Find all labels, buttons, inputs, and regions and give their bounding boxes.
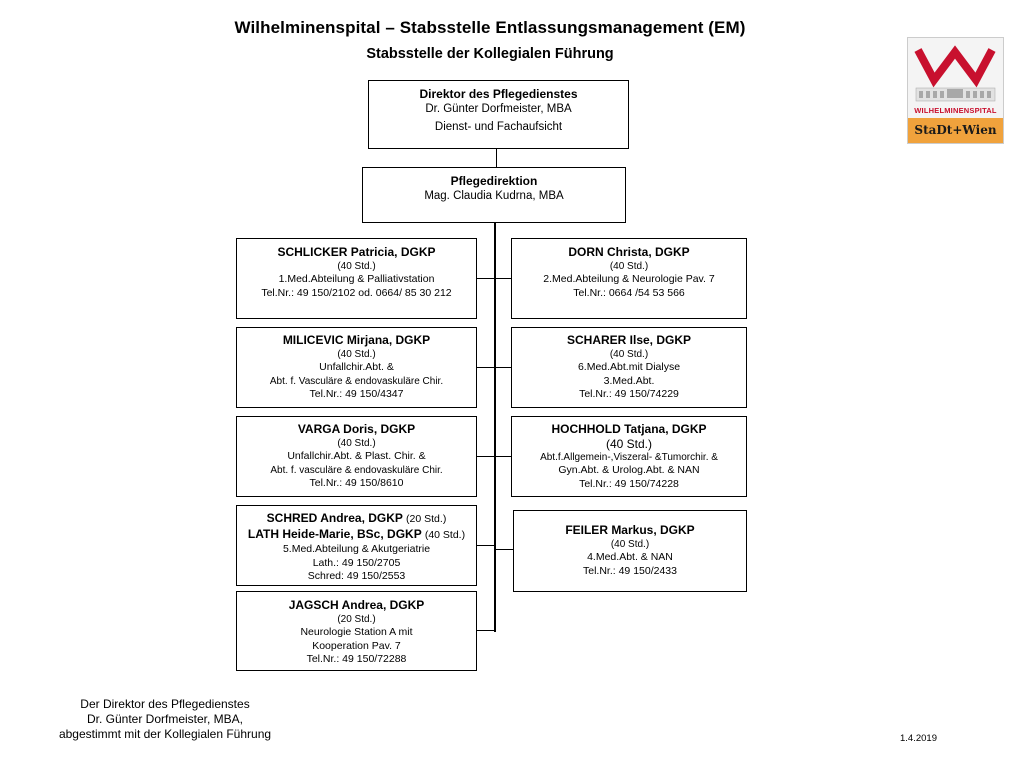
connector-schlicker — [476, 278, 496, 279]
page-subtitle: Stabsstelle der Kollegialen Führung — [366, 46, 614, 62]
staff-phone: Tel.Nr.: 49 150/74229 — [579, 388, 679, 400]
staff-department: 5.Med.Abteilung & Akutgeriatrie — [282, 543, 431, 555]
staff-box-milicevic: MILICEVIC Mirjana, DGKP (40 Std.) Unfall… — [236, 327, 477, 408]
staff-hours: (20 Std.) — [406, 513, 447, 525]
footer-date: 1.4.2019 — [900, 733, 937, 744]
staff-department: 1.Med.Abteilung & Palliativstation — [278, 273, 435, 285]
staff-name: SCHLICKER Patricia, DGKP — [277, 245, 436, 259]
staff-hours: (40 Std.) — [609, 349, 649, 360]
connector-dorn — [494, 278, 512, 279]
staff-hours: (40 Std.) — [605, 437, 653, 451]
connector-scharer — [494, 367, 512, 368]
staff-hours: (40 Std.) — [424, 529, 466, 541]
staff-name-line: LATH Heide-Marie, BSc, DGKP (40 Std.) — [237, 527, 476, 543]
staff-department: Abt. f. vasculäre & endovaskuläre Chir. — [270, 464, 443, 476]
w-logo-icon — [914, 45, 996, 102]
connector-hochhold — [494, 456, 512, 457]
director-box: Direktor des Pflegedienstes Dr. Günter D… — [368, 80, 629, 149]
staff-box-dorn: DORN Christa, DGKP (40 Std.) 2.Med.Abtei… — [511, 238, 747, 319]
staff-department: 6.Med.Abt.mit Dialyse — [577, 361, 681, 373]
connector-jagsch — [476, 630, 496, 631]
connector-varga — [476, 456, 496, 457]
staff-name: LATH Heide-Marie, BSc, DGKP — [247, 527, 422, 541]
wilhelminenspital-logo: WILHELMINENSPITAL StaDt+Wien — [907, 37, 1004, 144]
staff-name: DORN Christa, DGKP — [568, 245, 690, 259]
director-title: Direktor des Pflegedienstes — [419, 87, 578, 101]
staff-box-feiler: FEILER Markus, DGKP (40 Std.) 4.Med.Abt.… — [513, 510, 747, 592]
staff-hours: (20 Std.) — [337, 614, 376, 625]
director-name: Dr. Günter Dorfmeister, MBA — [425, 103, 572, 115]
footer-line: Dr. Günter Dorfmeister, MBA, — [86, 712, 244, 726]
staff-box-schred-lath: SCHRED Andrea, DGKP (20 Std.) LATH Heide… — [236, 505, 477, 586]
connector-schred-lath — [476, 545, 496, 546]
staff-phone: Lath.: 49 150/2705 — [312, 556, 401, 569]
staff-department: Abt. f. Vasculäre & endovaskuläre Chir. — [269, 375, 444, 387]
staff-phone: Tel.Nr.: 49 150/74228 — [579, 477, 679, 490]
director-note: Dienst- und Fachaufsicht — [434, 121, 563, 133]
staff-name: JAGSCH Andrea, DGKP — [288, 598, 425, 612]
page-title: Wilhelminenspital – Stabsstelle Entlassu… — [234, 18, 746, 37]
staff-phone: Tel.Nr.: 49 150/4347 — [309, 387, 404, 400]
staff-department: Abt.f.Allgemein-,Viszeral- &Tumorchir. & — [540, 452, 718, 463]
staff-box-scharer: SCHARER Ilse, DGKP (40 Std.) 6.Med.Abt.m… — [511, 327, 747, 408]
staff-phone: Tel.Nr.: 49 150/8610 — [309, 476, 404, 489]
staff-department: 3.Med.Abt. — [603, 374, 655, 387]
staff-phone: Tel.Nr.: 49 150/2433 — [583, 564, 677, 577]
staff-department: Unfallchir.Abt. & — [319, 361, 394, 373]
footer-note: Der Direktor des Pflegedienstes Dr. Günt… — [40, 697, 290, 742]
connector-main-vertical — [494, 222, 496, 632]
pflegedirektion-box: Pflegedirektion Mag. Claudia Kudrna, MBA — [362, 167, 626, 223]
staff-phone: Tel.Nr.: 49 150/72288 — [306, 653, 407, 665]
pflegedirektion-title: Pflegedirektion — [450, 174, 538, 188]
staff-hours: (40 Std.) — [610, 539, 650, 550]
logo-name: WILHELMINENSPITAL — [914, 106, 997, 115]
staff-name: FEILER Markus, DGKP — [565, 523, 695, 537]
staff-box-varga: VARGA Doris, DGKP (40 Std.) Unfallchir.A… — [236, 416, 477, 497]
staff-department: Unfallchir.Abt. & Plast. Chir. & — [287, 450, 426, 462]
staff-department: Gyn.Abt. & Urolog.Abt. & NAN — [558, 464, 700, 476]
staff-department: 4.Med.Abt. & NAN — [587, 551, 673, 563]
staff-box-hochhold: HOCHHOLD Tatjana, DGKP (40 Std.) Abt.f.A… — [511, 416, 747, 497]
staff-hours: (40 Std.) — [609, 261, 649, 272]
staff-department: Neurologie Station A mit — [300, 626, 413, 638]
staff-box-jagsch: JAGSCH Andrea, DGKP (20 Std.) Neurologie… — [236, 591, 477, 671]
staff-hours: (40 Std.) — [337, 349, 376, 360]
staff-department: Kooperation Pav. 7 — [312, 639, 401, 652]
footer-line: Der Direktor des Pflegedienstes — [80, 697, 250, 711]
staff-name: VARGA Doris, DGKP — [297, 422, 416, 436]
staff-name: SCHRED Andrea, DGKP — [266, 511, 403, 525]
staff-name: SCHARER Ilse, DGKP — [566, 333, 692, 347]
staff-hours: (40 Std.) — [337, 438, 376, 449]
staff-name: MILICEVIC Mirjana, DGKP — [282, 333, 431, 347]
footer-line: abgestimmt mit der Kollegialen Führung — [58, 727, 272, 741]
staff-hours: (40 Std.) — [337, 261, 376, 272]
staff-department: 2.Med.Abteilung & Neurologie Pav. 7 — [543, 273, 715, 285]
connector-feiler — [494, 549, 514, 550]
stadt-wien-logo: StaDt+Wien — [914, 123, 997, 137]
staff-name-line: SCHRED Andrea, DGKP (20 Std.) — [237, 511, 476, 527]
connector-director-pflegedirektion — [496, 148, 497, 168]
connector-milicevic — [476, 367, 496, 368]
pflegedirektion-name: Mag. Claudia Kudrna, MBA — [424, 190, 564, 202]
staff-phone: Schred: 49 150/2553 — [307, 570, 406, 582]
staff-name: HOCHHOLD Tatjana, DGKP — [551, 422, 707, 436]
staff-box-schlicker: SCHLICKER Patricia, DGKP (40 Std.) 1.Med… — [236, 238, 477, 319]
logo-band — [908, 118, 1003, 143]
staff-phone: Tel.Nr.: 49 150/2102 od. 0664/ 85 30 212 — [261, 286, 452, 299]
staff-phone: Tel.Nr.: 0664 /54 53 566 — [573, 286, 685, 299]
